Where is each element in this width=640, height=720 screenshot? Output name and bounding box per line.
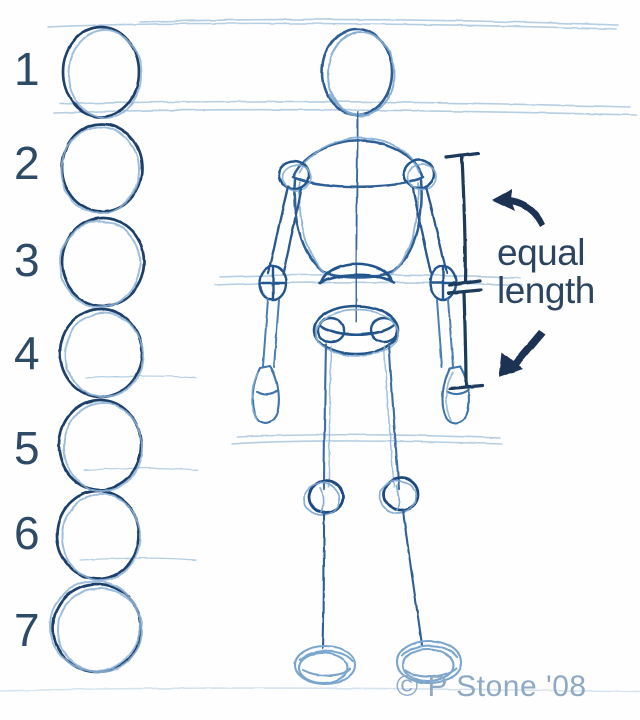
head-unit-stack-ghost bbox=[49, 29, 144, 673]
head-unit-number-7: 7 bbox=[14, 604, 40, 656]
head-unit-number-6: 6 bbox=[14, 507, 40, 559]
forearms bbox=[262, 298, 454, 368]
center-plumb-line bbox=[355, 111, 359, 323]
head-unit-number-3: 3 bbox=[14, 234, 40, 286]
arrow-upper-left bbox=[492, 189, 545, 227]
equal-length-annotation: equal length bbox=[497, 234, 595, 310]
shins bbox=[321, 508, 424, 650]
copyright-credit: © P Stone '08 bbox=[396, 670, 587, 703]
annotation-line-2: length bbox=[497, 270, 595, 311]
upper-arms bbox=[266, 184, 449, 276]
measurement-brackets bbox=[444, 151, 484, 391]
arrow-lower-left bbox=[499, 330, 545, 377]
head-unit-number-2: 2 bbox=[14, 137, 40, 189]
feet bbox=[293, 639, 463, 686]
guide-lines bbox=[0, 18, 640, 693]
annotation-line-1: equal bbox=[497, 232, 586, 273]
head-unit-number-5: 5 bbox=[14, 422, 40, 474]
thighs bbox=[322, 342, 401, 491]
head-unit-stack bbox=[51, 25, 146, 674]
head-unit-number-4: 4 bbox=[14, 327, 40, 379]
hands bbox=[251, 364, 470, 424]
ribcage-bottom-arc bbox=[318, 262, 396, 285]
knee-joints bbox=[307, 476, 420, 515]
head-unit-number-1: 1 bbox=[14, 43, 40, 95]
shoulder-joints bbox=[277, 158, 436, 191]
